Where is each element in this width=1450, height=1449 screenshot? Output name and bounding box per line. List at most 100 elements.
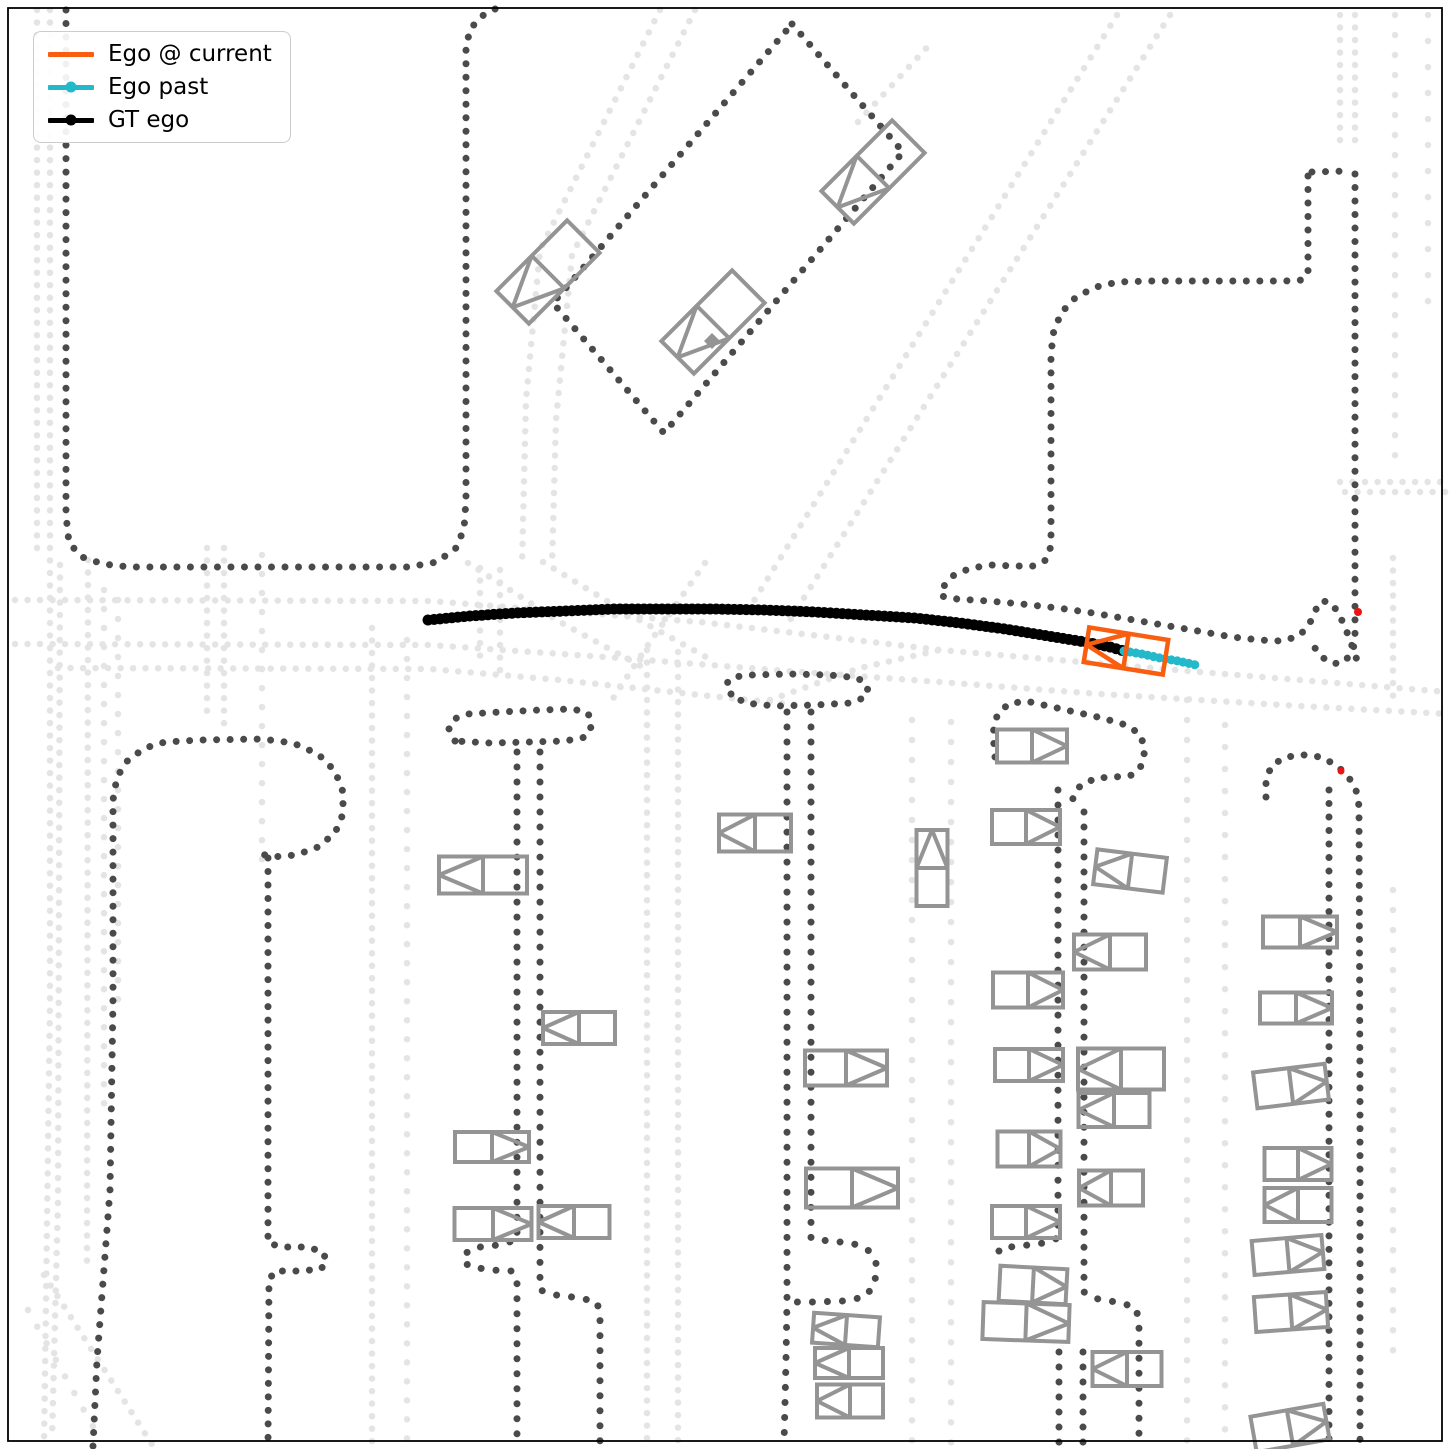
vehicle-box xyxy=(818,117,928,227)
map-light-line xyxy=(11,640,1450,718)
legend-marker-dot xyxy=(65,114,77,126)
map-dark-line xyxy=(992,786,1062,1264)
vehicle-heading-edge xyxy=(1077,1108,1115,1129)
vehicle-box xyxy=(980,1299,1072,1345)
plot-legend: Ego @ current Ego past GT ego xyxy=(33,31,291,144)
vehicle-box xyxy=(1258,990,1334,1026)
vehicle-heading-edge xyxy=(676,336,730,360)
vehicle-box xyxy=(1077,1168,1145,1208)
vehicle-heading-edge xyxy=(1288,1250,1324,1274)
vehicle-box xyxy=(1262,1186,1334,1224)
vehicle-box xyxy=(1261,914,1339,950)
vehicle-box xyxy=(1090,847,1170,895)
vehicle-heading-edge xyxy=(1025,808,1061,829)
map-light-line xyxy=(83,556,92,1274)
ego-current-box xyxy=(1081,624,1171,678)
vehicle-heading-edge xyxy=(675,305,699,359)
vehicle-divider xyxy=(1286,1067,1296,1105)
vehicle-heading-edge xyxy=(1263,1203,1299,1224)
vehicle-heading-edge xyxy=(1094,851,1133,869)
vehicle-box xyxy=(914,828,950,908)
map-dark-line xyxy=(89,735,347,1449)
map-light-line xyxy=(40,1271,157,1449)
vehicle-heading-edge xyxy=(1297,1146,1333,1166)
vehicle-box xyxy=(995,727,1069,765)
legend-label: GT ego xyxy=(108,107,190,134)
vehicle-divider xyxy=(1125,853,1135,889)
legend-item-ego-current: Ego @ current xyxy=(48,42,272,66)
vehicle-heading-edge xyxy=(511,286,565,310)
vehicle-heading-edge xyxy=(1288,1066,1328,1084)
legend-line xyxy=(48,51,94,57)
vehicle-box xyxy=(1262,1146,1334,1182)
vehicle-heading-edge xyxy=(1028,1047,1064,1067)
map-light-line xyxy=(608,559,709,704)
vehicle-heading-edge xyxy=(1028,1063,1064,1083)
vehicle-heading-edge xyxy=(718,831,756,854)
map-dark-line xyxy=(1308,170,1359,668)
vehicle-box xyxy=(990,1204,1062,1240)
vehicle-heading-edge xyxy=(816,1382,851,1403)
vehicle-box xyxy=(804,1166,900,1210)
vehicle-heading-edge xyxy=(1025,1204,1061,1224)
vehicle-heading-edge xyxy=(851,1186,899,1210)
map-light-line xyxy=(854,38,936,126)
vehicle-box xyxy=(803,1048,889,1088)
vehicle-heading-edge xyxy=(1091,1367,1128,1388)
map-dark-line xyxy=(549,20,907,437)
legend-label: Ego @ current xyxy=(108,41,272,67)
vehicle-heading-edge xyxy=(1032,1265,1068,1289)
vehicle-box xyxy=(815,1382,885,1420)
vehicle-heading-edge xyxy=(718,812,756,835)
vehicle-heading-edge xyxy=(492,1222,533,1242)
vehicle-heading-edge xyxy=(1078,1168,1112,1190)
vehicle-heading-edge xyxy=(1078,1186,1112,1208)
vehicle-box xyxy=(658,267,768,377)
legend-item-ego-past: Ego past xyxy=(48,75,272,99)
map-dark-line xyxy=(536,748,604,1449)
map-light-line xyxy=(766,646,944,704)
vehicle-heading-edge xyxy=(814,1361,850,1380)
vehicle-heading-edge xyxy=(1024,1321,1070,1343)
vehicle-heading-edge xyxy=(492,1206,533,1226)
red-conflict-dot xyxy=(1337,767,1345,775)
vehicle-heading-edge xyxy=(1025,1220,1061,1240)
vehicle-box xyxy=(1250,1061,1332,1111)
vehicle-heading-edge xyxy=(1295,990,1333,1010)
vehicle-box xyxy=(993,1047,1065,1083)
vehicle-box xyxy=(1249,1232,1327,1278)
vehicle-heading-edge xyxy=(835,155,859,209)
vehicle-heading-edge xyxy=(438,854,484,877)
map-light-line xyxy=(743,11,1121,616)
vehicle-heading-edge xyxy=(930,829,950,869)
vehicle-box xyxy=(437,854,529,896)
vehicle-boxes xyxy=(437,117,1339,1449)
vehicle-heading-edge xyxy=(438,873,484,896)
red-dots xyxy=(1337,608,1362,775)
vehicle-heading-edge xyxy=(1286,1408,1327,1424)
legend-marker-dot xyxy=(65,81,77,93)
vehicle-box xyxy=(536,1204,612,1240)
vehicle-heading-edge xyxy=(537,1220,575,1240)
ego-current-line-icon xyxy=(48,49,94,59)
vehicle-divider xyxy=(842,1314,850,1346)
map-dark-line xyxy=(1080,808,1143,1449)
vehicle-heading-edge xyxy=(1263,1186,1299,1207)
vehicle-heading-edge xyxy=(812,1313,848,1330)
vehicle-heading-edge xyxy=(914,829,934,869)
gt-ego-trajectory xyxy=(422,603,1130,657)
map-dark-line xyxy=(788,708,880,1306)
vehicle-box xyxy=(990,808,1062,846)
vehicle-divider xyxy=(1284,1409,1296,1447)
vehicle-heading-edge xyxy=(491,1145,530,1164)
vehicle-box xyxy=(996,1263,1070,1307)
gt-ego-line-icon xyxy=(48,114,94,126)
legend-item-gt-ego: GT ego xyxy=(48,108,272,132)
vehicle-box xyxy=(813,1346,885,1380)
map-dark-line xyxy=(1308,167,1352,176)
map-dark-lines xyxy=(62,4,1364,1449)
vehicle-heading-edge xyxy=(816,1399,851,1420)
vehicle-box xyxy=(809,1310,883,1350)
